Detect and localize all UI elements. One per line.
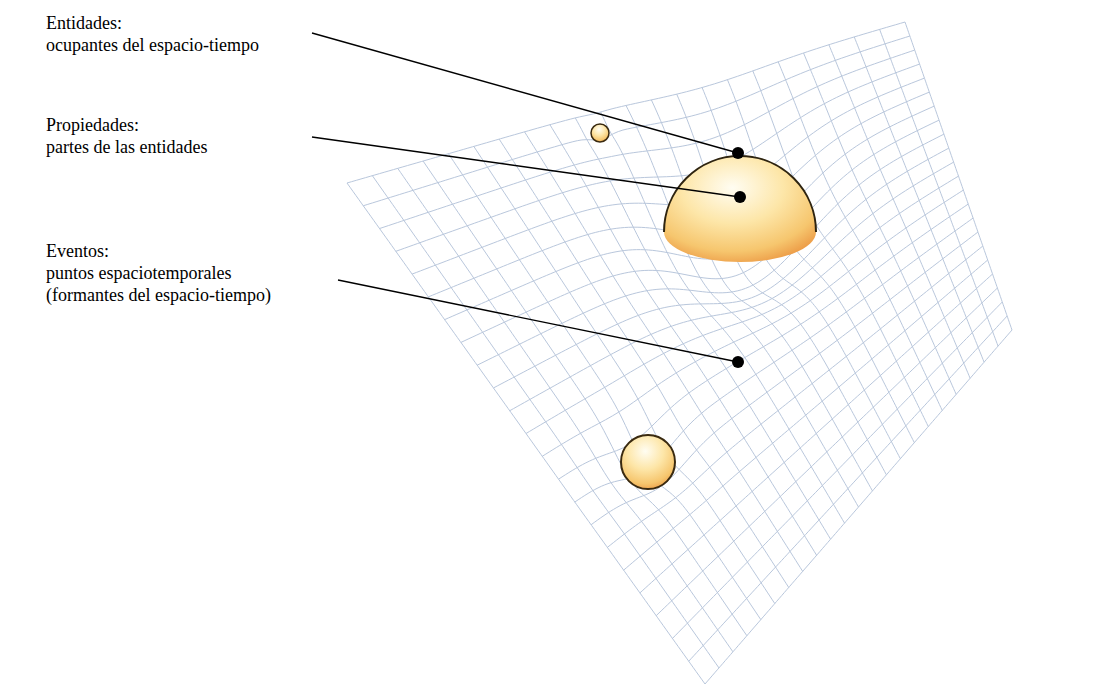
grid-line <box>829 45 970 379</box>
spacetime-grid <box>347 22 1012 684</box>
grid-line <box>640 274 993 593</box>
medium-sphere <box>621 435 675 489</box>
grid-line <box>575 118 830 539</box>
grid-line <box>575 218 973 502</box>
grid-line <box>461 120 939 342</box>
grid-line <box>624 260 988 570</box>
grid-line <box>905 22 1012 330</box>
label-text: Propiedades: <box>46 114 346 136</box>
leader-dot <box>732 147 744 159</box>
label-text: Eventos: <box>46 240 346 262</box>
leader-dot <box>732 356 744 368</box>
grid-line <box>601 112 845 523</box>
grid-line <box>477 134 944 365</box>
grid-line <box>689 316 1007 661</box>
grid-line <box>656 288 997 616</box>
grid-line <box>651 100 872 491</box>
grid-line <box>705 330 1012 684</box>
label-text: ocupantes del espacio-tiempo <box>46 34 346 56</box>
sphere-outline <box>664 156 816 232</box>
small-sphere <box>591 124 609 142</box>
grid-line <box>591 232 978 525</box>
leader-line <box>312 137 740 197</box>
grid-line <box>445 106 935 320</box>
grid-line <box>880 29 998 346</box>
leader-dot <box>734 191 746 203</box>
large-sphere <box>664 156 816 262</box>
grid-line <box>380 50 915 228</box>
grid-line <box>672 302 1002 638</box>
grid-line <box>607 246 982 547</box>
grid-line <box>702 88 900 459</box>
grid-line <box>412 78 924 274</box>
label-text: puntos espaciotemporales (formantes del … <box>46 262 298 306</box>
label-text: partes de las entidades <box>46 136 346 158</box>
leader-line <box>312 33 738 153</box>
label-text: Entidades: <box>46 12 346 34</box>
grid-line <box>854 37 984 362</box>
grid-line <box>347 22 905 183</box>
grid-line <box>677 94 887 475</box>
grid-line <box>428 92 929 297</box>
leader-line <box>338 280 738 362</box>
grid-line <box>363 36 910 206</box>
